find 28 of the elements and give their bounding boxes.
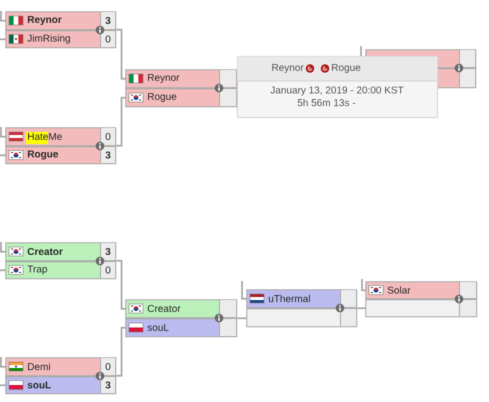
connector-line xyxy=(0,154,6,156)
node-label: 5h 56m 13s - xyxy=(298,98,356,106)
connector-line xyxy=(0,269,6,272)
connector-line xyxy=(0,127,6,138)
connector-line xyxy=(0,357,6,368)
node-label: January 13, 2019 - 20:00 KST xyxy=(270,86,404,96)
connector-line xyxy=(0,38,6,40)
score-cell: 3 xyxy=(100,376,115,394)
node-label: Rogue xyxy=(332,64,360,73)
score-cell: 3 xyxy=(100,12,115,30)
score-cell: 0 xyxy=(100,30,115,48)
connector-line xyxy=(361,279,366,292)
connector-line xyxy=(0,384,6,386)
connector-line xyxy=(116,28,126,80)
connector-line xyxy=(116,96,126,147)
score-cell: 0 xyxy=(100,262,115,278)
connector-line xyxy=(0,242,6,253)
score-cell: 3 xyxy=(100,146,115,164)
connector-line xyxy=(116,326,126,377)
score-cell: 3 xyxy=(100,242,115,260)
score-cell: 0 xyxy=(100,358,115,376)
connector-line xyxy=(241,281,247,300)
connector-line xyxy=(238,317,247,320)
connector-line xyxy=(358,307,366,310)
connector-line xyxy=(116,260,126,310)
score-cell: 0 xyxy=(100,128,115,146)
connector-line xyxy=(0,11,6,22)
node-label: Reynor xyxy=(272,64,304,73)
